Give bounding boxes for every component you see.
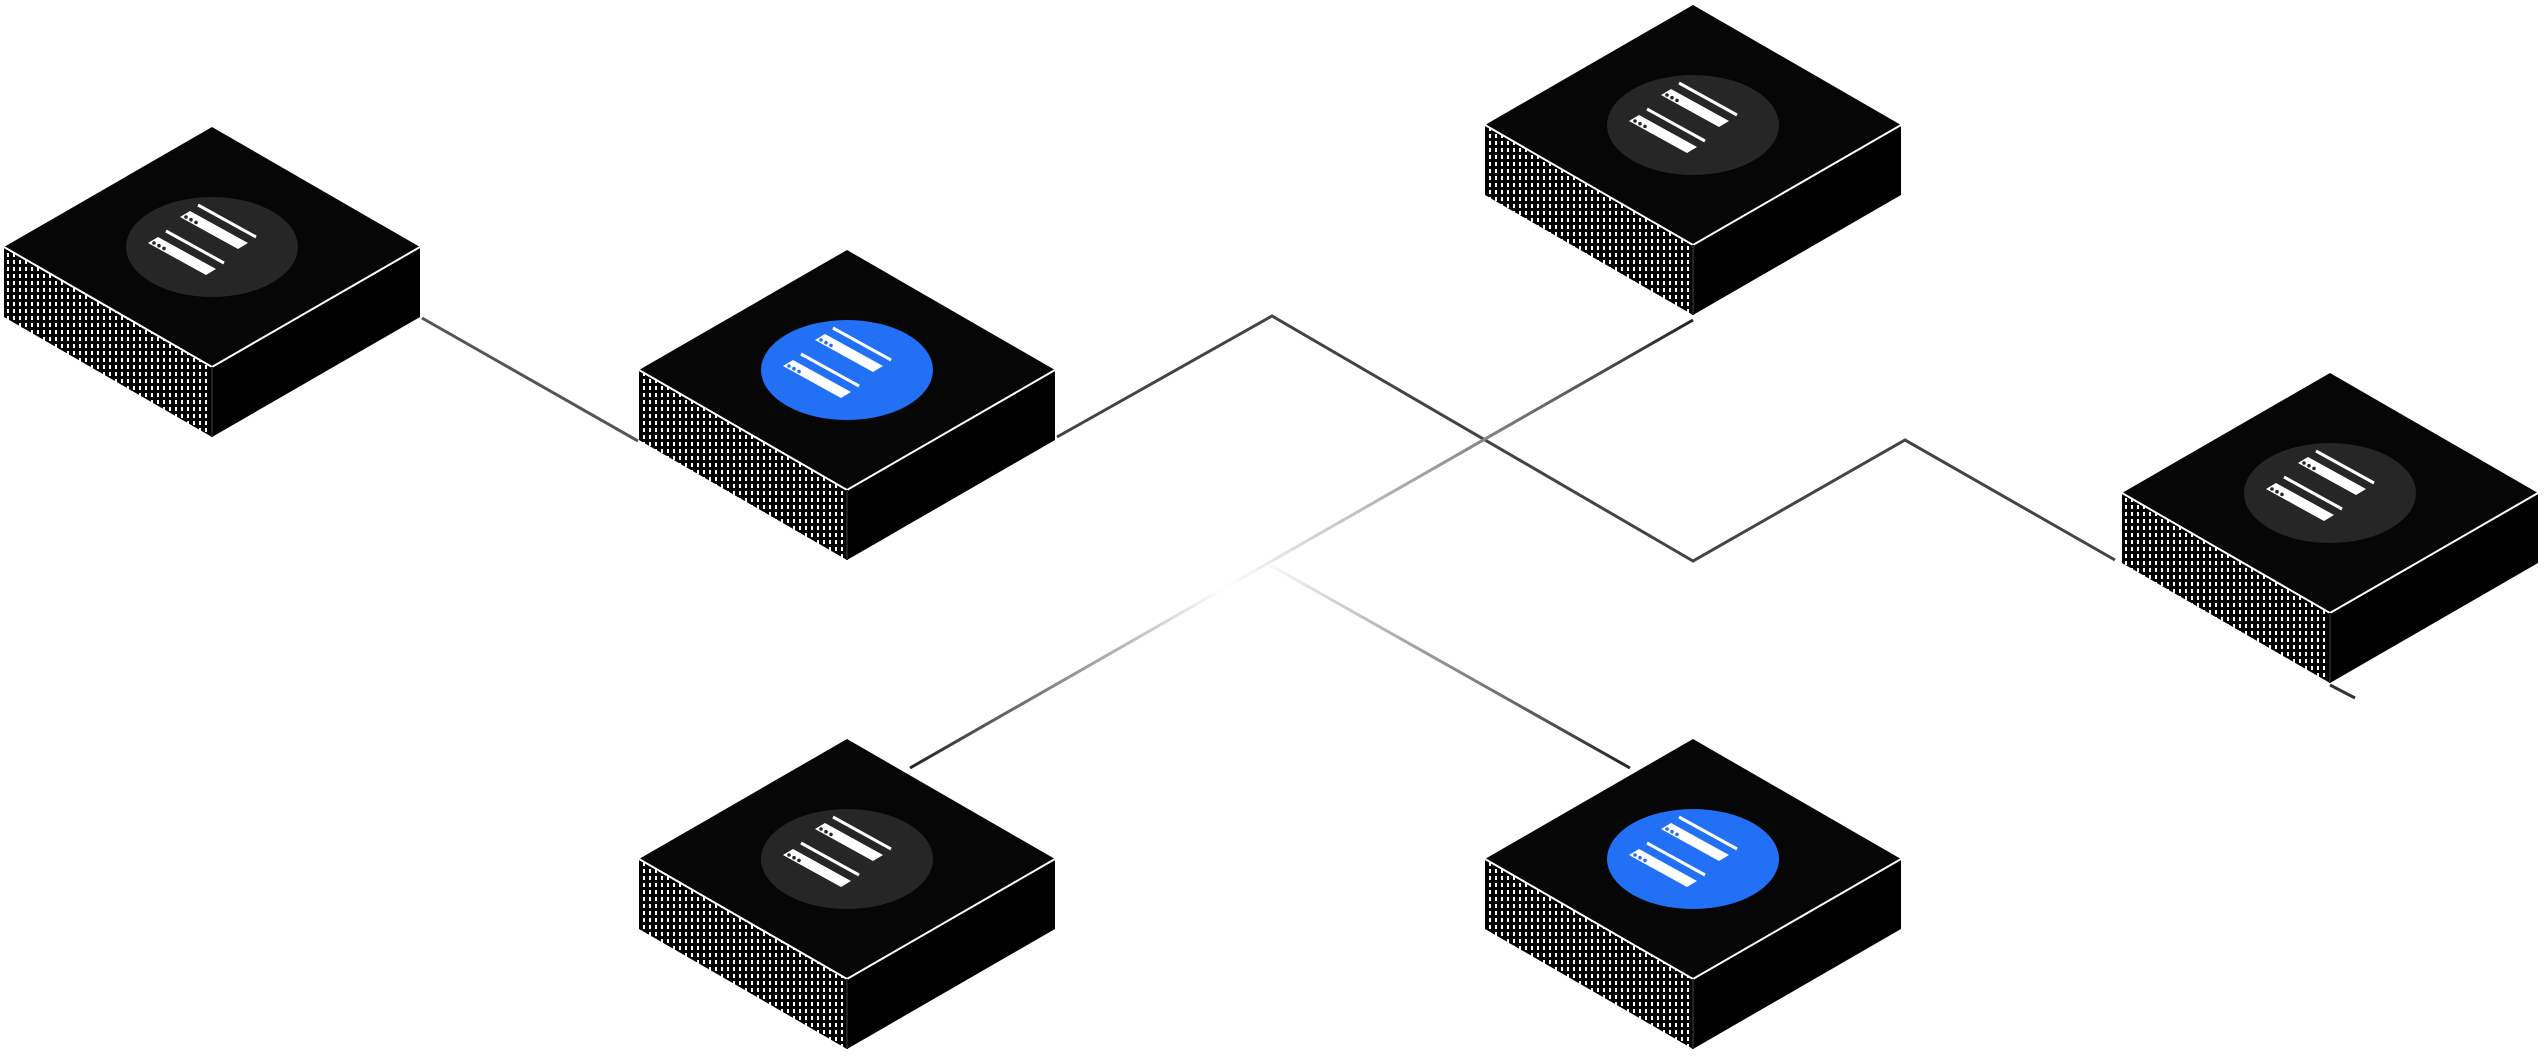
server-5[interactable] — [638, 739, 1056, 1049]
server-side-panel — [847, 370, 1055, 560]
connection-lines — [421, 314, 2356, 770]
server-1[interactable] — [3, 127, 421, 437]
server-side-panel — [847, 859, 1055, 1049]
server-rack-icon — [783, 326, 892, 398]
link-server-1-server-2 — [421, 316, 639, 443]
server-rack-icon — [783, 815, 892, 887]
server-vent-panel — [639, 370, 847, 560]
server-2[interactable] — [638, 250, 1056, 560]
server-vent-panel — [1485, 859, 1693, 1049]
server-vent-panel — [4, 247, 212, 437]
active-badge — [761, 320, 933, 420]
server-badge — [1607, 75, 1779, 175]
server-4[interactable] — [2121, 373, 2539, 683]
active-badge — [1607, 809, 1779, 909]
server-side-panel — [1693, 125, 1901, 315]
server-badge — [126, 197, 298, 297]
server-vent-panel — [639, 859, 847, 1049]
server-badge — [761, 809, 933, 909]
server-vent-panel — [2122, 493, 2330, 683]
server-6[interactable] — [1484, 739, 1902, 1049]
link-to-server-6 — [1269, 563, 1631, 770]
server-rack-icon — [1629, 815, 1738, 887]
server-3[interactable] — [1484, 5, 1902, 315]
server-side-panel — [2330, 493, 2538, 683]
server-rack-icon — [2266, 449, 2375, 521]
server-vent-panel — [1485, 125, 1693, 315]
server-badge — [2244, 443, 2416, 543]
server-rack-icon — [1629, 81, 1738, 153]
server-side-panel — [212, 247, 420, 437]
link-stub-server-4 — [2329, 683, 2356, 700]
server-nodes — [3, 5, 2539, 1049]
link-server-3-server-5 — [909, 318, 1694, 770]
server-rack-icon — [148, 203, 257, 275]
server-side-panel — [1693, 859, 1901, 1049]
link-server-2-server-4 — [1056, 314, 2116, 563]
